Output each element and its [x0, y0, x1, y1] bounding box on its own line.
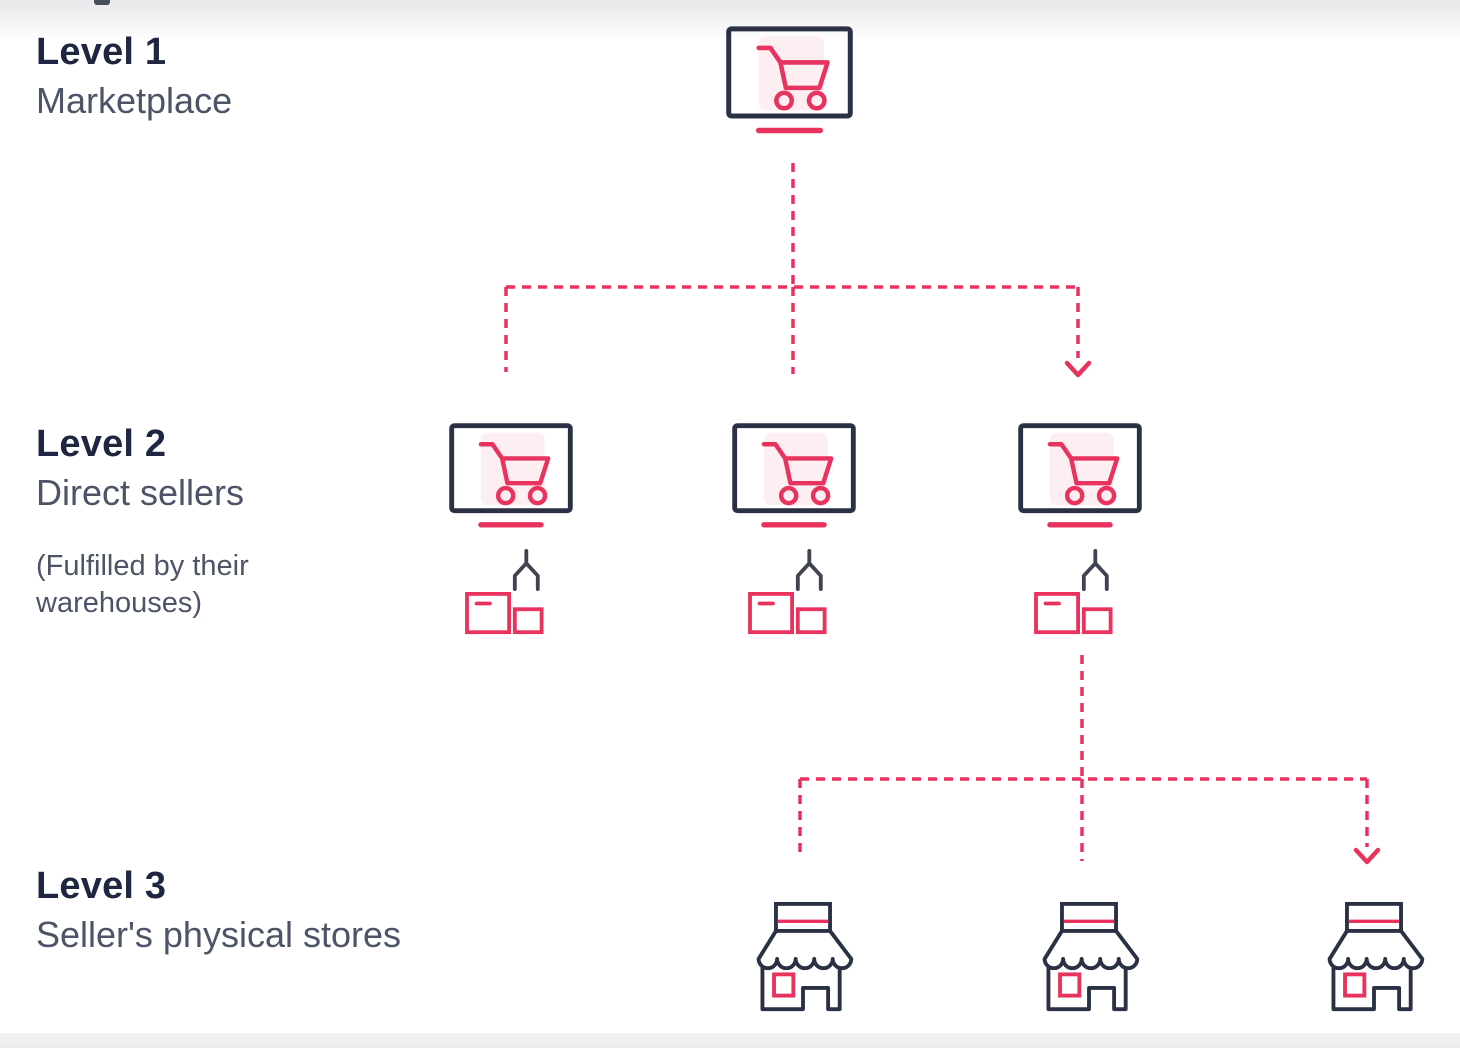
bottom-gray-band — [0, 1033, 1460, 1048]
level-2-title: Level 2 — [36, 423, 167, 465]
level-3-subtitle: Seller's physical stores — [36, 914, 402, 955]
top-edge-artifact — [94, 0, 110, 5]
level-2-subtitle: Direct sellers — [36, 472, 245, 513]
physical-store-1-icon — [747, 901, 859, 1013]
arrowhead-down-icon — [1353, 847, 1381, 865]
level-3-title: Level 3 — [36, 865, 167, 907]
marketplace-monitor-cart-icon — [726, 26, 853, 137]
connector-level2-to-level3 — [798, 655, 1381, 865]
arrowhead-down-icon — [1064, 360, 1092, 378]
level-1-title: Level 1 — [36, 31, 167, 73]
physical-store-2-icon — [1033, 901, 1145, 1013]
direct-seller-1-monitor-cart-icon — [449, 423, 573, 531]
level-2-label: Level 2 Direct sellers (Fulfilled by the… — [36, 422, 296, 622]
warehouse-1-claw-boxes-icon — [463, 548, 559, 636]
level-1-label: Level 1 Marketplace — [36, 30, 232, 122]
connector-level1-to-level2 — [504, 163, 1092, 378]
level-1-subtitle: Marketplace — [36, 80, 233, 121]
level-2-note: (Fulfilled by their warehouses) — [36, 550, 249, 619]
direct-seller-2-monitor-cart-icon — [732, 423, 856, 531]
warehouse-2-claw-boxes-icon — [746, 548, 842, 636]
direct-seller-3-monitor-cart-icon — [1018, 423, 1142, 531]
physical-store-3-icon — [1318, 901, 1430, 1013]
warehouse-3-claw-boxes-icon — [1032, 548, 1128, 636]
level-3-label: Level 3 Seller's physical stores — [36, 864, 401, 956]
